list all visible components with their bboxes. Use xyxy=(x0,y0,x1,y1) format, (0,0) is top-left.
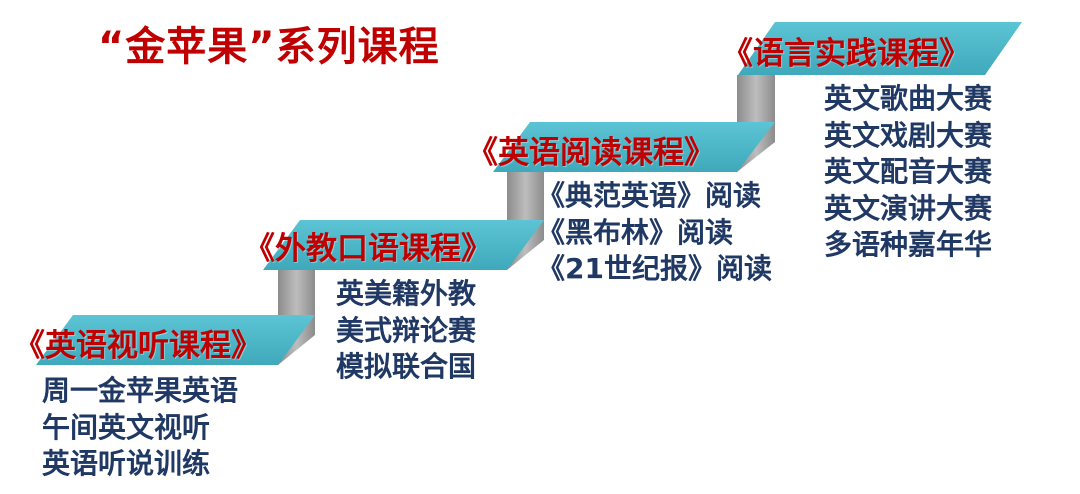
step-title-reading: 《英语阅读课程》 xyxy=(467,135,715,171)
list-item: 模拟联合国 xyxy=(336,350,477,383)
page-title: “金苹果”系列课程 xyxy=(98,24,440,70)
list-item: 英美籍外教 xyxy=(336,277,477,310)
step-items-practice: 英文歌曲大赛 英文戏剧大赛 英文配音大赛 英文演讲大赛 多语种嘉年华 xyxy=(824,81,992,264)
list-item: 《黑布林》阅读 xyxy=(537,215,734,249)
list-item: 《21世纪报》阅读 xyxy=(537,252,772,285)
step-tread-3 xyxy=(493,122,775,172)
list-item: 《典范英语》阅读 xyxy=(537,179,762,212)
list-item: 英文配音大赛 xyxy=(824,155,993,188)
step-tread-2 xyxy=(263,220,544,270)
list-item: 午间英文视听 xyxy=(42,410,211,444)
step-tread-1 xyxy=(36,315,315,365)
step-tread-4 xyxy=(738,22,1022,75)
list-item: 英语听说训练 xyxy=(42,447,211,480)
step-items-listening: 周一金苹果英语 午间英文视听 英语听说训练 xyxy=(42,373,238,483)
list-item: 周一金苹果英语 xyxy=(42,374,239,407)
step-items-oral: 英美籍外教 美式辩论赛 模拟联合国 xyxy=(336,276,476,386)
step-title-practice: 《语言实践课程》 xyxy=(722,36,970,72)
list-item: 美式辩论赛 xyxy=(336,313,477,347)
step-title-listening: 《英语视听课程》 xyxy=(14,328,262,364)
list-item: 多语种嘉年华 xyxy=(824,228,993,261)
list-item: 英文歌曲大赛 xyxy=(824,82,993,115)
list-item: 英文演讲大赛 xyxy=(824,191,993,225)
list-item: 英文戏剧大赛 xyxy=(824,118,993,152)
step-items-reading: 《典范英语》阅读 《黑布林》阅读 《21世纪报》阅读 xyxy=(537,178,772,288)
step-title-oral: 《外教口语课程》 xyxy=(244,231,492,267)
